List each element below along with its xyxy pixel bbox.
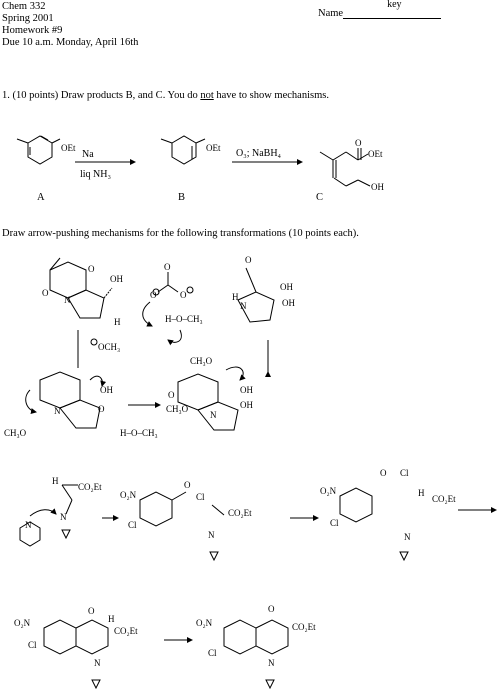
scheme-1: OH H O O N O O O H–O–CH₃ OCH₃ O OH OH H … [4, 255, 295, 438]
svg-text:N: N [240, 301, 247, 311]
svg-text:CH₃O: CH₃O [190, 356, 213, 366]
scheme-2: CO₂Et H N N O₂N Cl O Cl CO₂Et N O₂N Cl O… [14, 468, 497, 690]
label-a: A [37, 192, 45, 203]
svg-text:CO₂Et: CO₂Et [292, 622, 316, 632]
svg-text:OH: OH [282, 298, 295, 308]
svg-text:H–O–CH₃: H–O–CH₃ [165, 314, 203, 324]
svg-text:CO₂Et: CO₂Et [228, 508, 252, 518]
reagent-nh3: liq NH₃ [80, 169, 111, 180]
svg-text:O₂N: O₂N [196, 618, 213, 628]
svg-text:Cl: Cl [196, 492, 205, 502]
svg-text:O: O [42, 288, 49, 298]
svg-text:O₂N: O₂N [14, 618, 31, 628]
name-value: key [387, 0, 402, 10]
svg-text:O: O [245, 255, 252, 265]
svg-text:CO₂Et: CO₂Et [114, 626, 138, 636]
svg-text:O: O [380, 468, 387, 478]
molecule-c: O OEt OH [319, 138, 384, 192]
reagent-na: Na [82, 149, 94, 160]
svg-text:N: N [60, 512, 67, 522]
name-line: key [343, 0, 442, 19]
svg-text:OCH₃: OCH₃ [98, 342, 120, 352]
svg-text:H: H [418, 488, 425, 498]
svg-text:H: H [52, 476, 59, 486]
name-field: Name key [318, 0, 442, 19]
svg-text:N: N [94, 658, 101, 668]
label-b: B [178, 192, 185, 203]
svg-text:Cl: Cl [28, 640, 37, 650]
svg-text:N: N [404, 532, 411, 542]
due-label: Due 10 a.m. Monday, April 16th [2, 37, 139, 48]
svg-text:O: O [168, 390, 175, 400]
molecule-b: OEt [160, 135, 221, 165]
svg-text:H: H [114, 317, 121, 327]
header-block: Chem 332 Spring 2001 Homework #9 Due 10 … [2, 1, 138, 49]
svg-text:H–O–CH₃: H–O–CH₃ [120, 428, 158, 438]
name-label: Name [318, 8, 344, 19]
a-oet: OEt [61, 143, 76, 153]
svg-text:Cl: Cl [400, 468, 409, 478]
svg-text:OH: OH [240, 385, 253, 395]
svg-text:OH: OH [280, 282, 293, 292]
label-c: C [316, 192, 323, 203]
svg-text:O: O [88, 264, 95, 274]
question-1-text: 1. (10 points) Draw products B, and C. Y… [2, 90, 329, 101]
svg-text:N: N [208, 530, 215, 540]
reagent-ozone: O₃; NaBH₄ [236, 148, 282, 159]
course-label: Chem 332 [2, 1, 46, 12]
svg-text:O: O [268, 604, 275, 614]
svg-text:CH₃O: CH₃O [4, 428, 27, 438]
svg-text:O₂N: O₂N [320, 486, 337, 496]
svg-text:N: N [268, 658, 275, 668]
c-oh: OH [371, 182, 384, 192]
svg-text:CO₂Et: CO₂Et [78, 482, 102, 492]
svg-text:OH: OH [100, 385, 113, 395]
svg-text:N: N [210, 410, 217, 420]
not-emphasis: not [200, 90, 214, 101]
svg-text:O: O [164, 262, 171, 272]
svg-text:O: O [180, 290, 187, 300]
c-o: O [355, 138, 362, 148]
svg-text:N: N [54, 406, 61, 416]
svg-text:O₂N: O₂N [120, 490, 137, 500]
svg-text:CO₂Et: CO₂Et [432, 494, 456, 504]
svg-text:N: N [25, 520, 32, 530]
svg-text:Cl: Cl [128, 520, 137, 530]
svg-text:H: H [108, 614, 115, 624]
molecule-a: OEt [16, 135, 76, 165]
assignment-label: Homework #9 [2, 25, 63, 36]
term-label: Spring 2001 [2, 13, 54, 24]
svg-text:O: O [184, 480, 191, 490]
svg-text:Cl: Cl [330, 518, 339, 528]
svg-text:O: O [150, 290, 157, 300]
c-oet: OEt [368, 149, 383, 159]
svg-text:CH₃O: CH₃O [166, 404, 189, 414]
svg-text:Cl: Cl [208, 648, 217, 658]
svg-text:O: O [98, 404, 105, 414]
svg-text:OH: OH [240, 400, 253, 410]
svg-text:N: N [64, 295, 71, 305]
question-2-text: Draw arrow-pushing mechanisms for the fo… [2, 228, 359, 239]
b-oet: OEt [206, 143, 221, 153]
svg-text:OH: OH [110, 274, 123, 284]
svg-text:H: H [232, 292, 239, 302]
svg-text:O: O [88, 606, 95, 616]
